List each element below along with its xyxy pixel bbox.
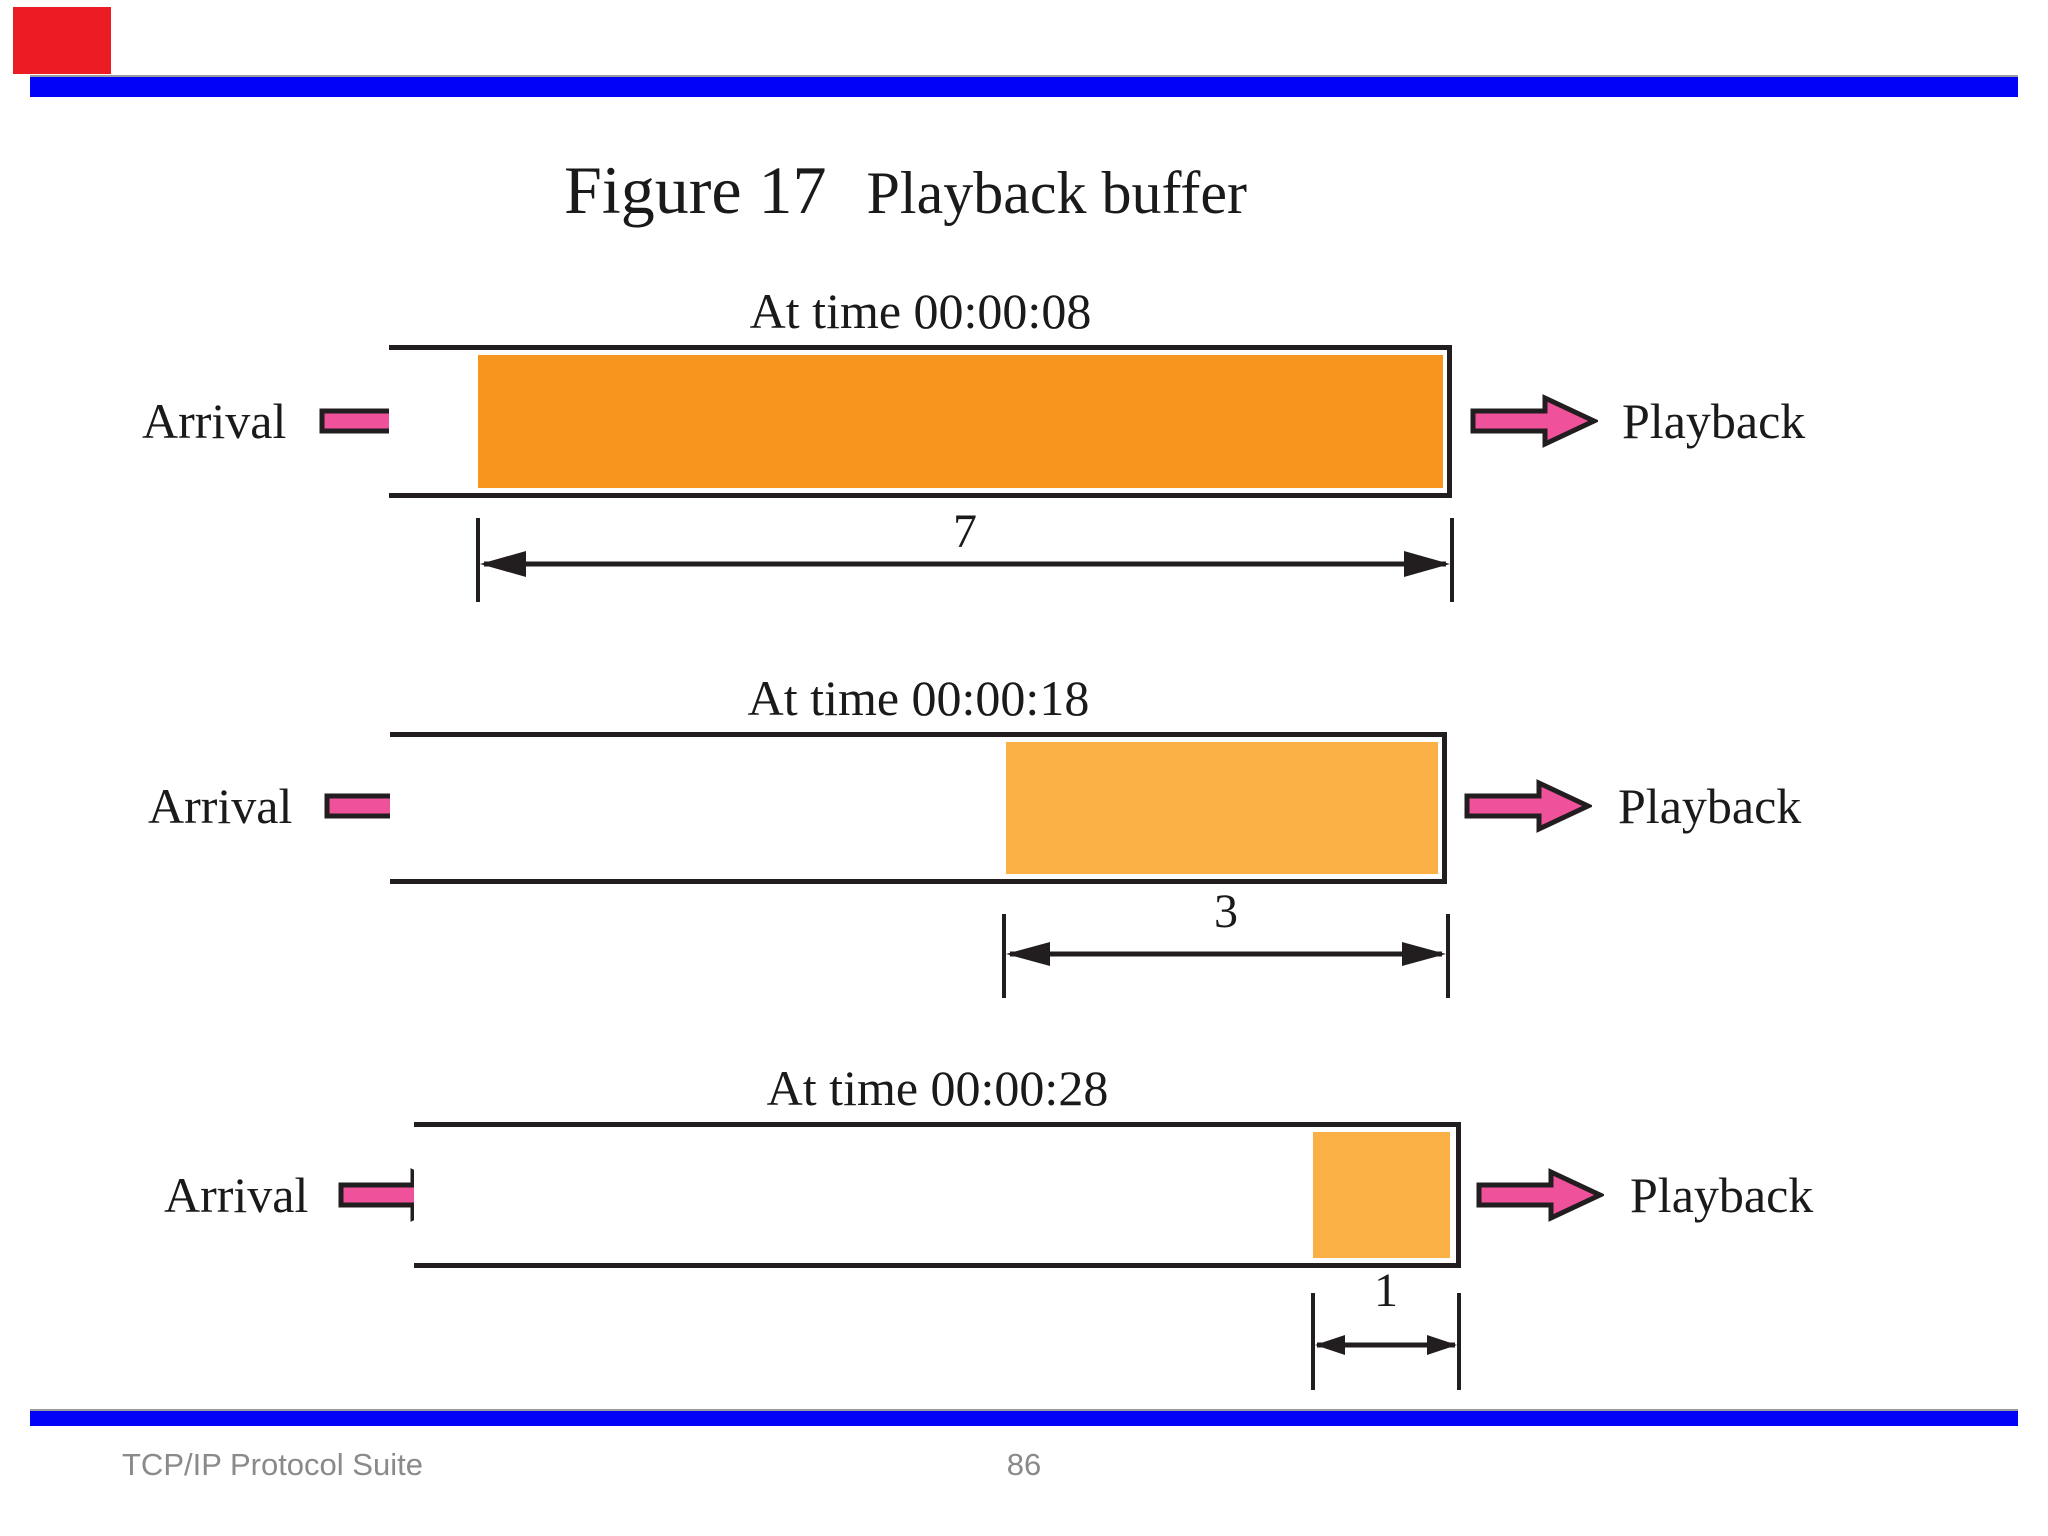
playback-arrow-icon bbox=[1464, 779, 1592, 833]
playback-label-2: Playback bbox=[1618, 778, 1802, 834]
arrival-label-3: Arrival bbox=[164, 1167, 309, 1223]
buffer-tube-1 bbox=[389, 345, 1452, 498]
dimension-indicator-3: 1 bbox=[1311, 1267, 1461, 1390]
bottom-divider-bar bbox=[30, 1409, 2018, 1426]
dimension-indicator-1: 7 bbox=[476, 508, 1454, 602]
arrival-label-1: Arrival bbox=[142, 393, 287, 449]
dimension-arrow-icon bbox=[1311, 1293, 1461, 1390]
time-label-3: At time 00:00:28 bbox=[766, 1060, 1109, 1116]
buffer-tube-2 bbox=[390, 732, 1447, 884]
red-accent-block bbox=[13, 7, 111, 74]
buffer-fill-3 bbox=[1313, 1132, 1450, 1258]
dimension-arrow-icon bbox=[1002, 914, 1450, 998]
slide-title: Figure 17 Playback buffer bbox=[564, 156, 1247, 224]
figure-caption: Playback buffer bbox=[866, 160, 1247, 226]
buffer-fill-2 bbox=[1006, 742, 1438, 874]
footer-book-title: TCP/IP Protocol Suite bbox=[122, 1447, 423, 1482]
dimension-arrow-icon bbox=[476, 518, 1454, 602]
playback-label-1: Playback bbox=[1622, 393, 1806, 449]
time-label-1: At time 00:00:08 bbox=[749, 283, 1092, 339]
time-label-2: At time 00:00:18 bbox=[747, 670, 1090, 726]
buffer-size-label-2: 3 bbox=[1214, 885, 1238, 938]
page-number: 86 bbox=[1006, 1447, 1042, 1482]
figure-number: Figure 17 bbox=[564, 152, 827, 228]
playback-arrow-icon bbox=[1470, 394, 1598, 448]
buffer-size-label-3: 1 bbox=[1374, 1264, 1398, 1317]
buffer-size-label-1: 7 bbox=[953, 505, 977, 558]
buffer-fill-1 bbox=[478, 355, 1443, 488]
dimension-indicator-2: 3 bbox=[1002, 888, 1450, 998]
top-divider-bar bbox=[30, 75, 2018, 97]
arrival-label-2: Arrival bbox=[148, 778, 293, 834]
playback-arrow-icon bbox=[1476, 1168, 1604, 1222]
buffer-tube-3 bbox=[414, 1122, 1461, 1268]
playback-label-3: Playback bbox=[1630, 1167, 1814, 1223]
